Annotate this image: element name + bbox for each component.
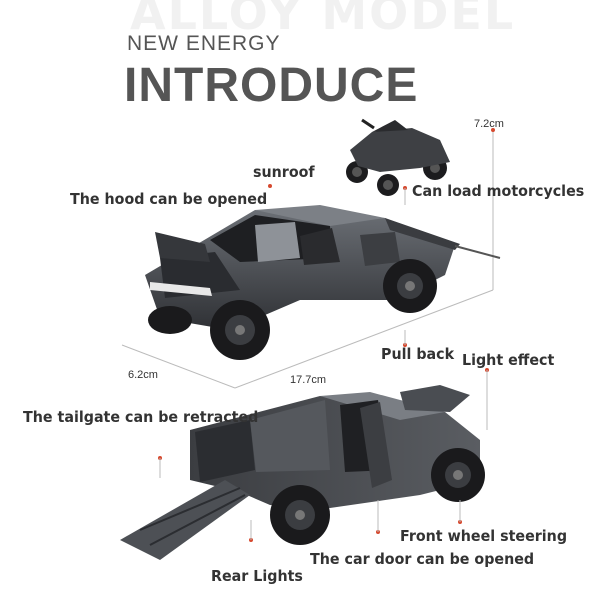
dimension-length: 17.7cm — [290, 374, 327, 386]
feature-light-effect: Light effect — [462, 351, 555, 369]
header-title: INTRODUCE — [124, 59, 419, 112]
watermark-text: ALLOY MODEL — [130, 0, 516, 40]
motorcycle-image — [346, 118, 450, 196]
feature-rear-lights: Rear Lights — [211, 567, 303, 585]
truck-top-image — [145, 205, 501, 360]
truck-bottom-image — [120, 385, 485, 560]
feature-pull-back: Pull back — [381, 345, 455, 363]
feature-front-wheel: Front wheel steering — [400, 527, 568, 545]
feature-hood: The hood can be opened — [70, 190, 268, 208]
feature-motorcycles: Can load motorcycles — [412, 182, 585, 200]
callout-lines — [159, 188, 488, 540]
dimension-guides — [121, 130, 494, 389]
feature-tailgate: The tailgate can be retracted — [23, 408, 259, 426]
header-subtitle: NEW ENERGY — [127, 32, 281, 55]
feature-car-door: The car door can be opened — [310, 550, 535, 568]
dimension-width: 6.2cm — [128, 369, 158, 381]
dimension-height: 7.2cm — [474, 118, 504, 130]
feature-sunroof: sunroof — [253, 163, 315, 181]
